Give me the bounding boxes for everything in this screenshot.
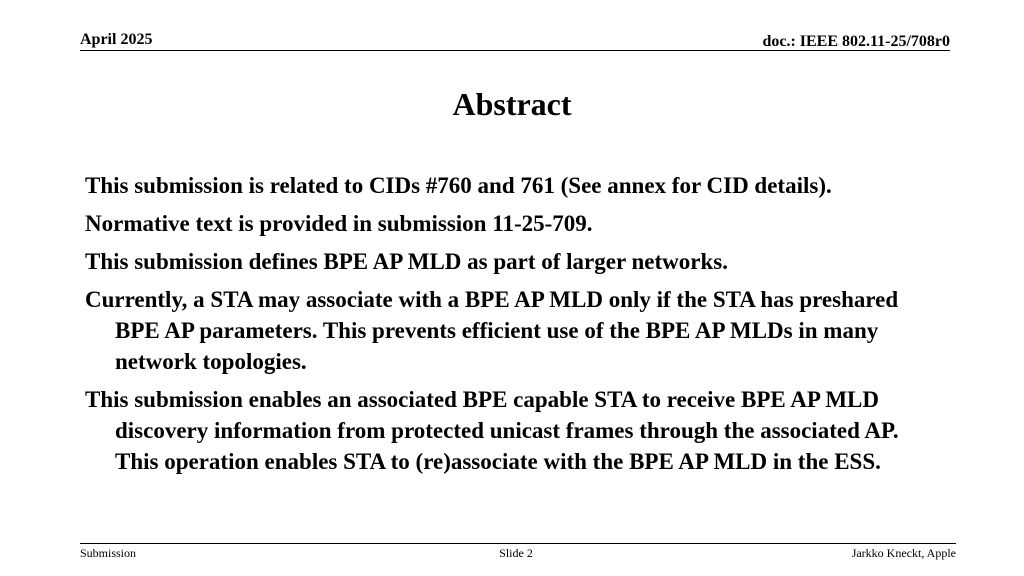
body-paragraph: Currently, a STA may associate with a BP…	[85, 287, 899, 374]
body-paragraph: This submission defines BPE AP MLD as pa…	[85, 249, 728, 274]
header-rule	[80, 50, 950, 51]
footer-submission: Submission	[80, 546, 137, 560]
header-doc-id: doc.: IEEE 802.11-25/708r0	[762, 33, 950, 50]
footer-rule	[80, 543, 956, 544]
body-paragraph: This submission enables an associated BP…	[85, 387, 899, 474]
body-paragraph: This submission is related to CIDs #760 …	[85, 173, 832, 198]
body-paragraph: Normative text is provided in submission…	[85, 211, 593, 236]
header-date: April 2025	[80, 31, 153, 48]
footer-author: Jarkko Kneckt, Apple	[851, 546, 956, 560]
body-paragraph-list: This submission is related to CIDs #760 …	[85, 170, 935, 484]
footer-slide-number: Slide 2	[499, 546, 533, 560]
slide-title: Abstract	[452, 86, 572, 122]
